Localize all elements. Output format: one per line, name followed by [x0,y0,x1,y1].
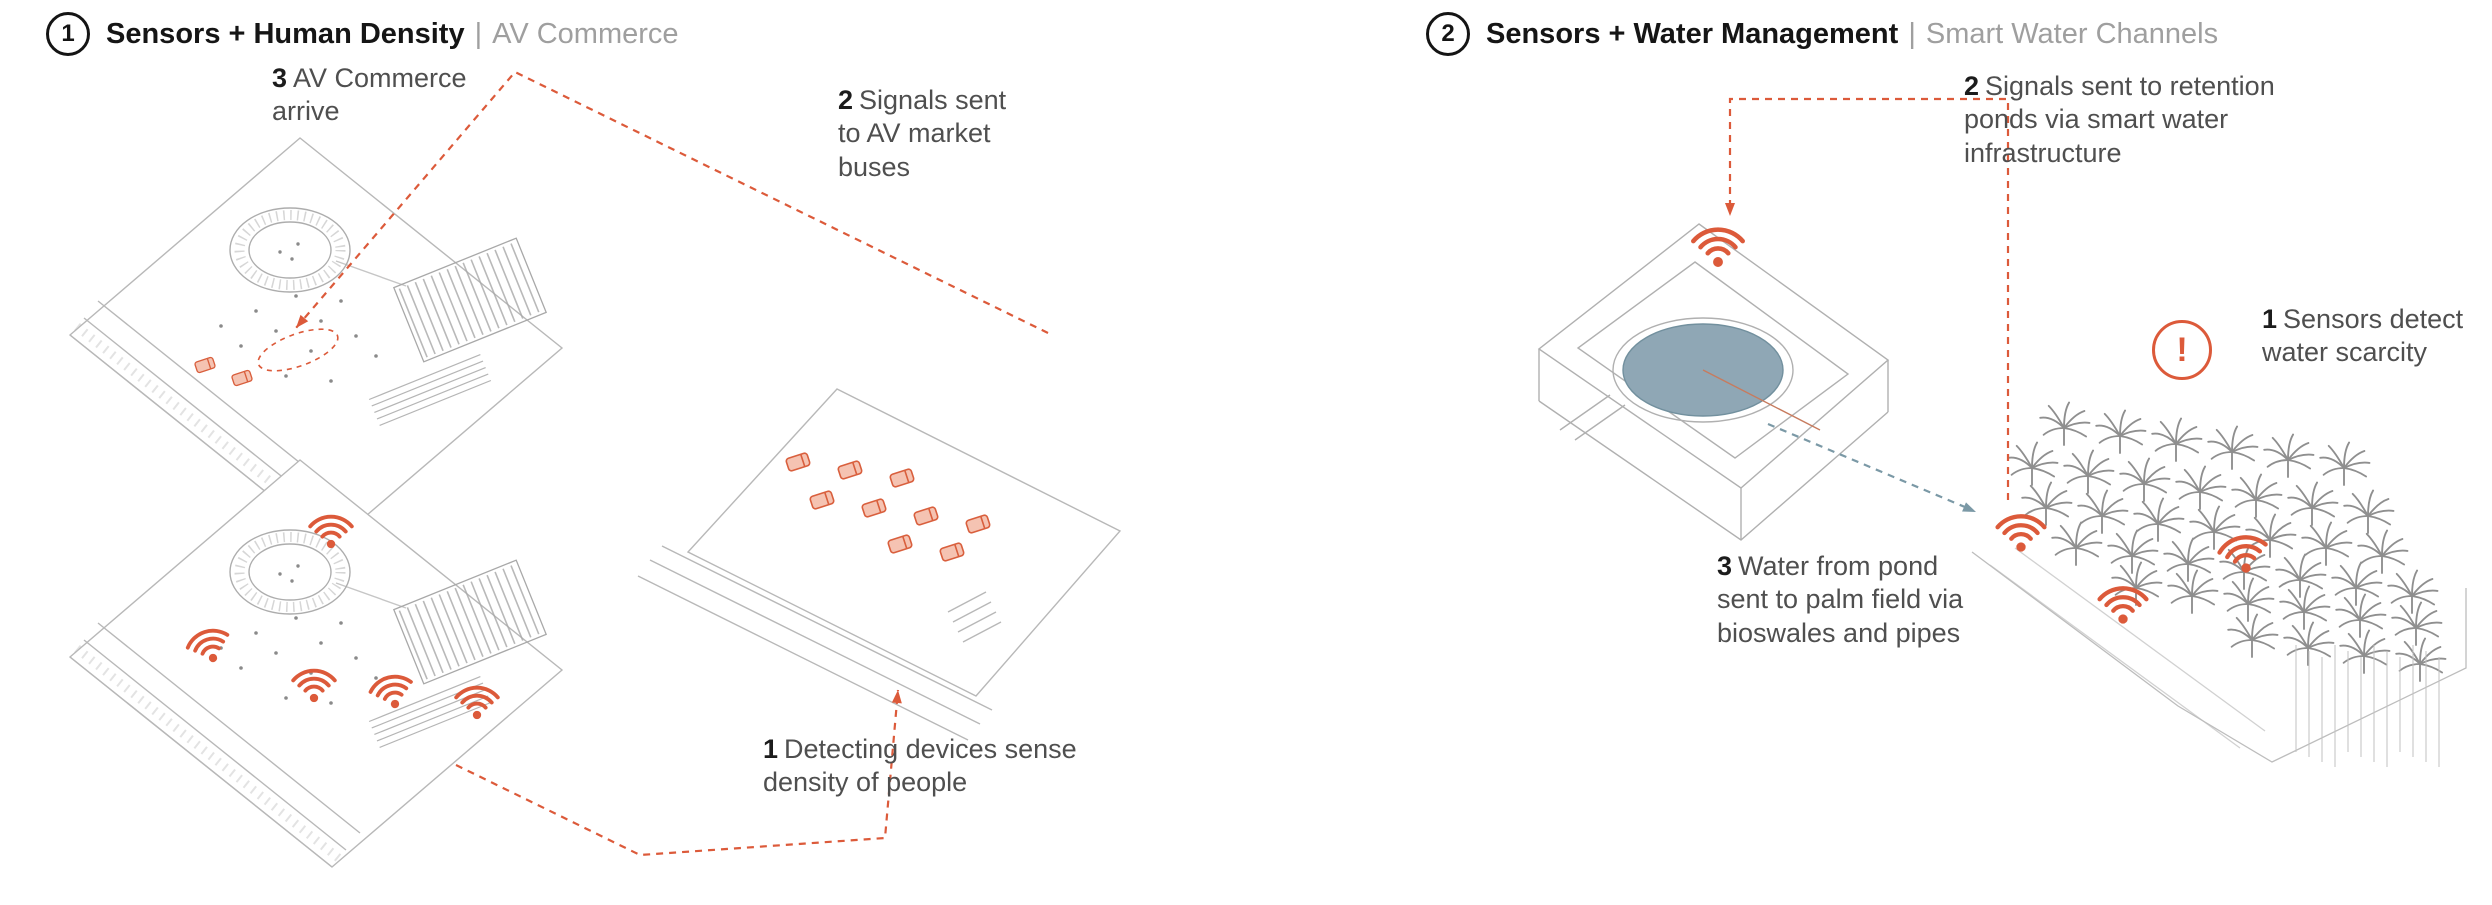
water-flow-route [1767,422,1973,512]
panel1-header: 1 Sensors + Human Density | AV Commerce [46,12,679,56]
panel2-title: Sensors + Water Management | Smart Water C… [1486,18,2218,51]
panel1-number: 1 [61,20,75,47]
panel2-header: 2 Sensors + Water Management | Smart Water… [1426,12,2218,56]
panel2-number-badge: 2 [1426,12,1470,56]
panel2-separator: | [1908,17,1916,50]
signal-route-detect [455,689,900,857]
panel1-separator: | [474,17,483,50]
panel2-subtitle: Smart Water Channels [1925,17,2219,50]
panel1-subtitle: AV Commerce [492,17,679,50]
wifi-icon [2100,588,2147,623]
av-market-plane [637,388,1122,741]
arrowhead [1725,203,1735,216]
annotation-text: Sensors detect water scarcity [2262,304,2464,368]
panel1-title: Sensors + Human Density | AV Commerce [106,18,679,51]
annotation-text: Signals sent to retention ponds via smar… [1964,71,2275,168]
dropoff-zone [257,328,339,372]
site-plan-bottom [70,460,562,867]
irrigation-pipes [2295,645,2440,767]
annotation-text: AV Commerce arrive [272,63,467,127]
signal-route-water [1728,97,2010,500]
field-sensor-icons [1998,516,2270,623]
wifi-icon [1998,516,2045,551]
annotation-text: Water from pond sent to palm field via b… [1717,551,1964,648]
arrowhead [296,314,309,328]
annotation-number: 2 [1964,71,1980,101]
annotation-number: 3 [1717,551,1733,581]
annotation-number: 3 [272,63,288,93]
annotation-number: 2 [838,85,854,115]
alert-icon: ! [2152,320,2212,380]
palm-field-plane [1971,547,2467,763]
arrowhead [891,690,902,704]
panel2-number: 2 [1441,20,1455,47]
annotation-number: 1 [763,734,779,764]
annotation-text: Signals sent to AV market buses [838,85,1007,182]
panel2-title-bold: Sensors + Water Management [1486,17,1899,50]
annotation-number: 1 [2262,304,2278,334]
alert-exclamation: ! [2176,330,2188,369]
arrowhead [1962,502,1976,512]
panel1-number-badge: 1 [46,12,90,56]
retention-pond-block [1537,223,1890,541]
annotation-text: Detecting devices sense density of peopl… [763,734,1077,798]
signal-route-commerce [295,70,1049,334]
site-plan-top [70,138,562,545]
panel1-title-bold: Sensors + Human Density [106,17,465,50]
